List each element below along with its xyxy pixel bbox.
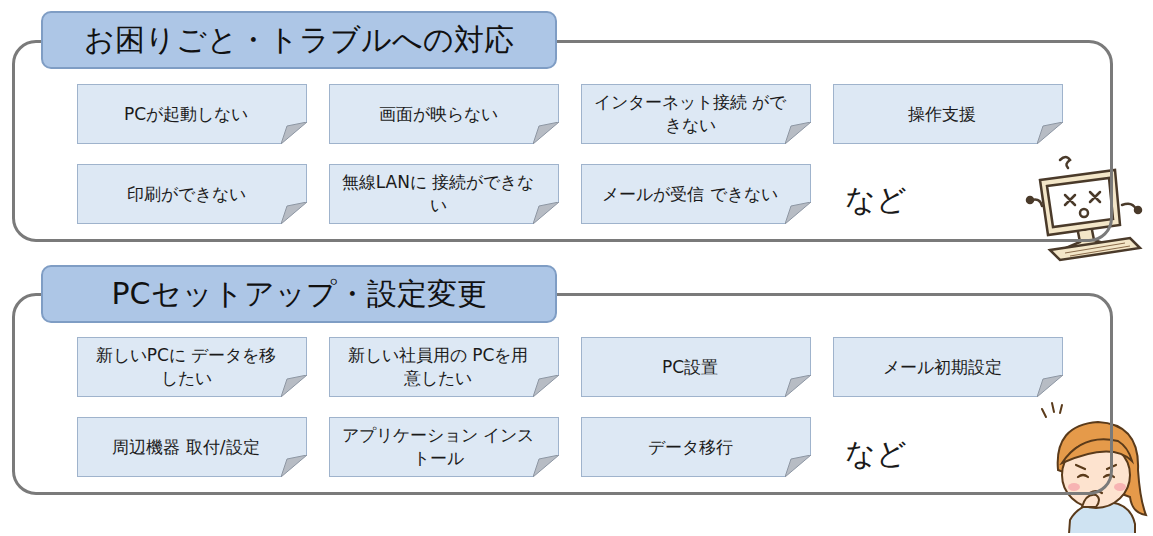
- sticky-note-box: 新しい社員用の PCを用意したい: [329, 337, 559, 397]
- item-text: データ移行: [648, 436, 733, 459]
- note-text-wrap: 新しいPCに データを移したい: [88, 344, 284, 390]
- item-text: 新しいPCに データを移したい: [88, 344, 284, 390]
- item-text: 無線LANに 接続ができない: [340, 171, 536, 217]
- folded-corner: [785, 375, 811, 397]
- note-text-wrap: 画面が映らない: [379, 103, 498, 126]
- panel-title: お困りごと・トラブルへの対応: [41, 11, 557, 69]
- folded-corner: [533, 375, 559, 397]
- sticky-note-box: PC設置: [581, 337, 811, 397]
- item-text: インターネット接続 ができない: [592, 91, 788, 137]
- folded-corner: [281, 375, 307, 397]
- folded-corner: [281, 122, 307, 144]
- item-text: アプリケーション インストール: [340, 424, 536, 470]
- sticky-note-box: 無線LANに 接続ができない: [329, 164, 559, 224]
- sticky-note-box: 操作支援: [833, 84, 1063, 144]
- sticky-note-box: メール初期設定: [833, 337, 1063, 397]
- sticky-note-box: インターネット接続 ができない: [581, 84, 811, 144]
- item-text: 操作支援: [908, 103, 976, 126]
- item-text: 新しい社員用の PCを用意したい: [340, 344, 536, 390]
- note-text-wrap: インターネット接続 ができない: [592, 91, 788, 137]
- item-text: 印刷ができない: [127, 183, 246, 206]
- folded-corner: [281, 455, 307, 477]
- note-text-wrap: データ移行: [648, 436, 733, 459]
- note-text-wrap: PC設置: [662, 356, 718, 379]
- sticky-note-box: 印刷ができない: [77, 164, 307, 224]
- folded-corner: [533, 202, 559, 224]
- category-panel: お困りごと・トラブルへの対応PCが起動しない画面が映らないインターネット接続 が…: [12, 40, 1113, 242]
- sticky-note-box: PCが起動しない: [77, 84, 307, 144]
- panel-title: PCセットアップ・設定変更: [41, 265, 557, 323]
- folded-corner: [1037, 375, 1063, 397]
- folded-corner: [281, 202, 307, 224]
- sticky-note-box: メールが受信 できない: [581, 164, 811, 224]
- folded-corner: [533, 122, 559, 144]
- folded-corner: [533, 455, 559, 477]
- category-panel: PCセットアップ・設定変更新しいPCに データを移したい新しい社員用の PCを用…: [12, 293, 1113, 495]
- note-text-wrap: 無線LANに 接続ができない: [340, 171, 536, 217]
- item-text: PC設置: [662, 356, 718, 379]
- sticky-note-box: 画面が映らない: [329, 84, 559, 144]
- item-text: メールが受信 できない: [602, 183, 777, 206]
- item-text: PCが起動しない: [124, 103, 248, 126]
- folded-corner: [785, 202, 811, 224]
- sticky-note-box: データ移行: [581, 417, 811, 477]
- note-text-wrap: 新しい社員用の PCを用意したい: [340, 344, 536, 390]
- note-text-wrap: 印刷ができない: [127, 183, 246, 206]
- folded-corner: [785, 455, 811, 477]
- note-text-wrap: PCが起動しない: [124, 103, 248, 126]
- sticky-note-box: アプリケーション インストール: [329, 417, 559, 477]
- broken-computer-illustration: [1020, 150, 1145, 265]
- folded-corner: [1037, 122, 1063, 144]
- item-text: 周辺機器 取付/設定: [112, 436, 259, 459]
- worried-woman-illustration: [1030, 395, 1148, 533]
- folded-corner: [785, 122, 811, 144]
- note-text-wrap: 周辺機器 取付/設定: [112, 436, 259, 459]
- sticky-note-box: 周辺機器 取付/設定: [77, 417, 307, 477]
- item-text: 画面が映らない: [379, 103, 498, 126]
- sticky-note-box: 新しいPCに データを移したい: [77, 337, 307, 397]
- note-text-wrap: メールが受信 できない: [602, 183, 777, 206]
- note-text-wrap: アプリケーション インストール: [340, 424, 536, 470]
- note-text-wrap: 操作支援: [908, 103, 976, 126]
- etc-label: など: [845, 180, 907, 221]
- etc-label: など: [845, 434, 907, 475]
- item-text: メール初期設定: [883, 356, 1002, 379]
- note-text-wrap: メール初期設定: [883, 356, 1002, 379]
